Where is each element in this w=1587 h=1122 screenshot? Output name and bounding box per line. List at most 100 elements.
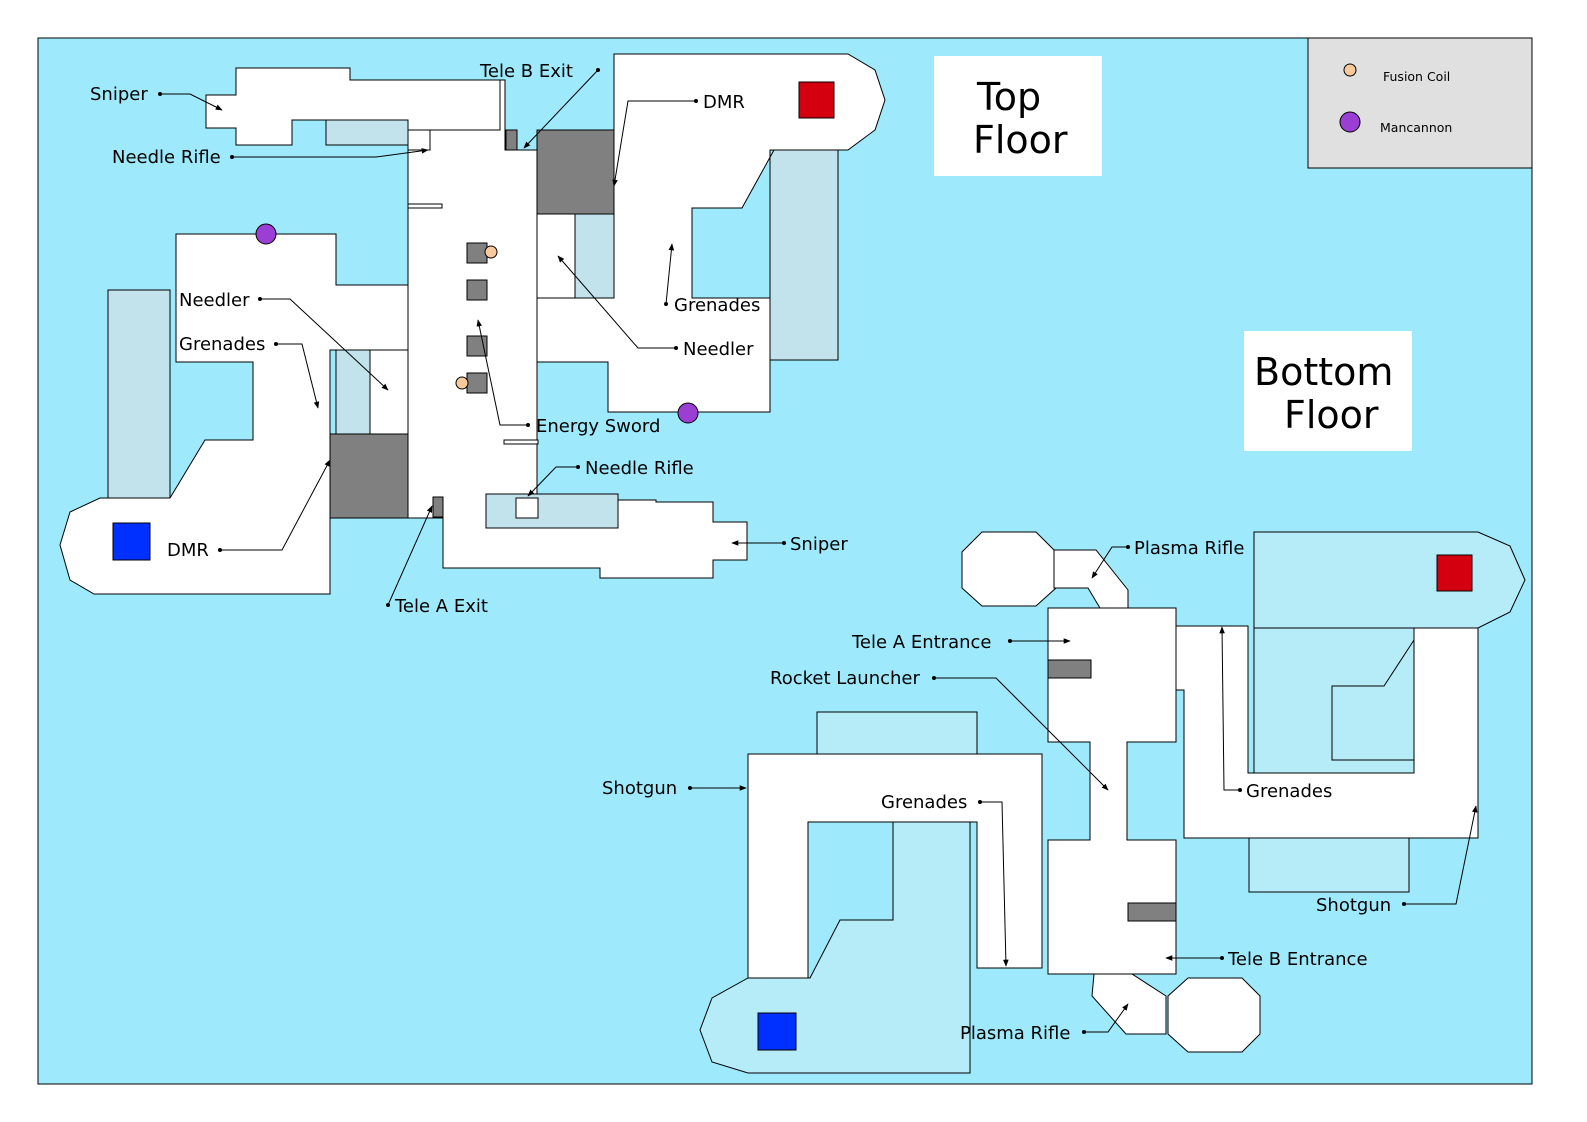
lower-walkway-west <box>107 289 171 499</box>
bottom-west-loop <box>747 753 1043 979</box>
leader-line <box>665 243 675 305</box>
leader-dot <box>1008 639 1012 643</box>
lower-ledge-south <box>485 493 619 529</box>
leader-line <box>387 505 433 606</box>
leader-dot <box>664 302 668 306</box>
cover-block-2 <box>466 279 488 301</box>
label-plasma-rifle-n: Plasma Rifle <box>1134 538 1244 559</box>
mancannon-marker <box>255 223 277 245</box>
label-tele-b-entrance: Tele B Entrance <box>1227 949 1368 970</box>
leader-dot <box>158 92 162 96</box>
railing-south <box>503 439 539 445</box>
east-inner-water <box>691 149 775 299</box>
cover-block-1 <box>466 242 488 264</box>
leader-line <box>527 466 578 497</box>
leader-line <box>220 459 331 551</box>
legend-fusion-coil-label: Fusion Coil <box>1383 69 1450 84</box>
bottom-floor-callouts: Plasma Rifle Tele A Entrance Rocket Laun… <box>602 538 1478 1044</box>
tele-a-entrance-pad <box>1047 659 1092 679</box>
leader-dot <box>274 342 278 346</box>
bottom-octagon-se <box>1167 977 1261 1053</box>
bottom-central-column <box>1047 607 1177 975</box>
cover-block-3 <box>466 335 488 357</box>
west-stair <box>335 349 371 435</box>
leader-dot <box>688 786 692 790</box>
label-shotgun-e: Shotgun <box>1316 895 1391 916</box>
leader-dot <box>1082 1030 1086 1034</box>
bottom-floor-title-box <box>1244 331 1412 451</box>
top-floor-title-line2: Floor <box>973 118 1068 162</box>
railing-north <box>407 203 443 209</box>
lower-walkway-east <box>769 149 839 361</box>
bottom-south-shelf-e <box>1248 837 1410 893</box>
leader-line <box>1404 805 1478 905</box>
legend: Fusion Coil Mancannon <box>1307 37 1533 169</box>
blue-base-top <box>112 522 151 561</box>
leader-line <box>1219 626 1240 791</box>
label-shotgun-w: Shotgun <box>602 778 677 799</box>
leader-dot <box>1220 956 1224 960</box>
top-floor-title-box <box>934 56 1102 176</box>
leader-line <box>557 255 676 349</box>
blue-base-bottom <box>757 1012 797 1051</box>
label-sniper-nw: Sniper <box>90 84 148 105</box>
red-base-top <box>798 81 835 119</box>
label-energy-sword: Energy Sword <box>536 416 660 437</box>
needle-rifle-s-crate <box>515 497 539 519</box>
bottom-east-inner <box>1331 638 1415 761</box>
bottom-floor <box>699 531 1526 1074</box>
leader-line <box>934 677 1109 791</box>
east-dark-block <box>536 129 615 215</box>
leader-dot <box>596 68 600 72</box>
leader-dot <box>674 346 678 350</box>
leader-line <box>523 69 599 149</box>
room-northwest-wing <box>205 67 501 146</box>
bottom-floor-title-line2: Floor <box>1284 393 1379 437</box>
tele-b-entrance-pad <box>1127 902 1177 922</box>
label-needle-rifle-nw: Needle Rifle <box>112 147 221 168</box>
leader-line <box>260 298 389 391</box>
label-needler-w: Needler <box>179 290 250 311</box>
leader-dot <box>386 603 390 607</box>
bottom-west-lower <box>699 821 971 1074</box>
label-needle-rifle-s: Needle Rifle <box>585 458 694 479</box>
east-stair <box>574 213 615 299</box>
legend-fusion-coil-icon <box>1343 63 1357 77</box>
bottom-north-shelf <box>816 711 978 757</box>
leader-dot <box>694 99 698 103</box>
bottom-floor-title-line1: Bottom <box>1254 350 1393 394</box>
leader-dot <box>258 297 262 301</box>
west-stair-landing <box>369 349 409 435</box>
leader-dot <box>218 548 222 552</box>
label-needler-e: Needler <box>683 339 754 360</box>
leader-line <box>980 801 1009 967</box>
fusion-coil-marker <box>484 245 498 259</box>
label-rocket-launcher: Rocket Launcher <box>770 668 920 689</box>
fusion-coil-marker <box>455 376 469 390</box>
leader-line <box>232 148 429 158</box>
leader-dot <box>576 465 580 469</box>
leader-dot <box>1126 545 1130 549</box>
label-plasma-rifle-s: Plasma Rifle <box>960 1023 1070 1044</box>
top-floor <box>59 53 886 595</box>
bottom-east-loop <box>1175 625 1479 839</box>
label-tele-b-exit: Tele B Exit <box>479 61 573 82</box>
bottom-east-lower <box>1253 531 1526 629</box>
tele-a-exit-pad <box>432 496 444 518</box>
bottom-octagon-nw <box>961 531 1057 607</box>
label-dmr-sw: DMR <box>167 540 209 561</box>
cover-block-4 <box>466 372 488 394</box>
leader-dot <box>230 155 234 159</box>
bottom-connector-nw <box>1053 549 1129 609</box>
legend-mancannon-icon <box>1339 111 1361 133</box>
leader-dot <box>1402 902 1406 906</box>
top-floor-callouts: Sniper Needle Rifle Tele B Exit DMR Gren… <box>90 61 848 617</box>
bottom-connector-se <box>1091 973 1167 1035</box>
label-grenades-e: Grenades <box>674 295 760 316</box>
west-dark-block <box>329 433 409 519</box>
label-grenades-c: Grenades <box>881 792 967 813</box>
legend-mancannon-label: Mancannon <box>1380 120 1452 135</box>
leader-line <box>1091 546 1128 579</box>
mancannon-marker <box>677 402 699 424</box>
leader-line <box>476 319 528 426</box>
